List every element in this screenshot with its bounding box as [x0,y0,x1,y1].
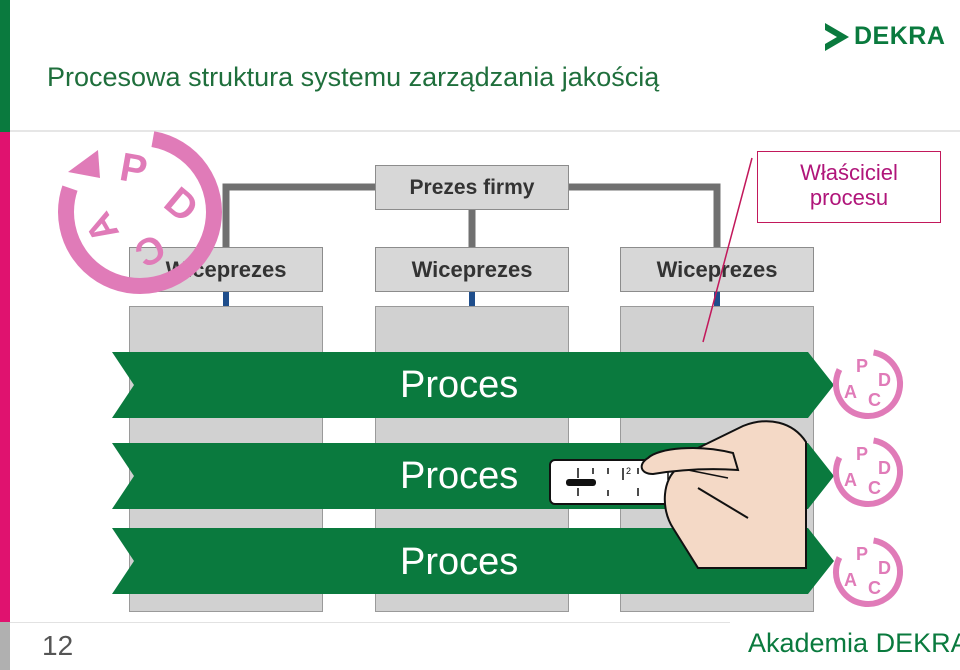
dekra-logo-icon [825,23,849,51]
pdca-cycle-icon: P D C A [58,130,222,294]
svg-text:P: P [856,544,868,564]
svg-text:C: C [868,578,881,598]
footer-brand: Akademia DEKRA [748,628,960,658]
page-title: Procesowa struktura systemu zarządzania … [47,62,660,92]
process-arrow-1 [112,352,834,418]
svg-text:D: D [878,370,891,390]
president-box: Prezes firmy [375,165,569,210]
process-owner-line1: Właściciel [800,160,898,185]
vice-president-box-2: Wiceprezes [375,247,569,292]
side-bar-pink [0,132,10,622]
svg-text:A: A [844,382,857,402]
svg-text:P: P [856,356,868,376]
pdca-small-icon-1: P D C A [833,349,903,419]
page-number: 12 [42,630,74,661]
svg-text:C: C [868,478,881,498]
svg-text:D: D [878,458,891,478]
process-label-1: Proces [400,364,519,406]
footer-divider [10,622,730,623]
svg-text:D: D [878,558,891,578]
side-bar-gray [0,622,10,670]
logo-text: DEKRA [854,22,946,50]
header-divider [10,130,960,132]
process-label-2: Proces [400,455,519,497]
svg-text:A: A [844,470,857,490]
side-bar-green [0,0,10,132]
svg-text:C: C [868,390,881,410]
svg-text:A: A [844,570,857,590]
svg-text:P: P [856,444,868,464]
hand-with-measuring-tape-icon: 2 [549,420,807,569]
process-arrow-3 [112,528,834,594]
vice-president-box-3: Wiceprezes [620,247,814,292]
pdca-small-icon-3: P D C A [833,537,903,607]
process-owner-box: Właściciel procesu [757,151,941,223]
svg-text:2: 2 [626,466,631,476]
process-owner-line2: procesu [809,185,889,210]
pdca-small-icon-2: P D C A [833,437,903,507]
process-label-3: Proces [400,541,519,583]
